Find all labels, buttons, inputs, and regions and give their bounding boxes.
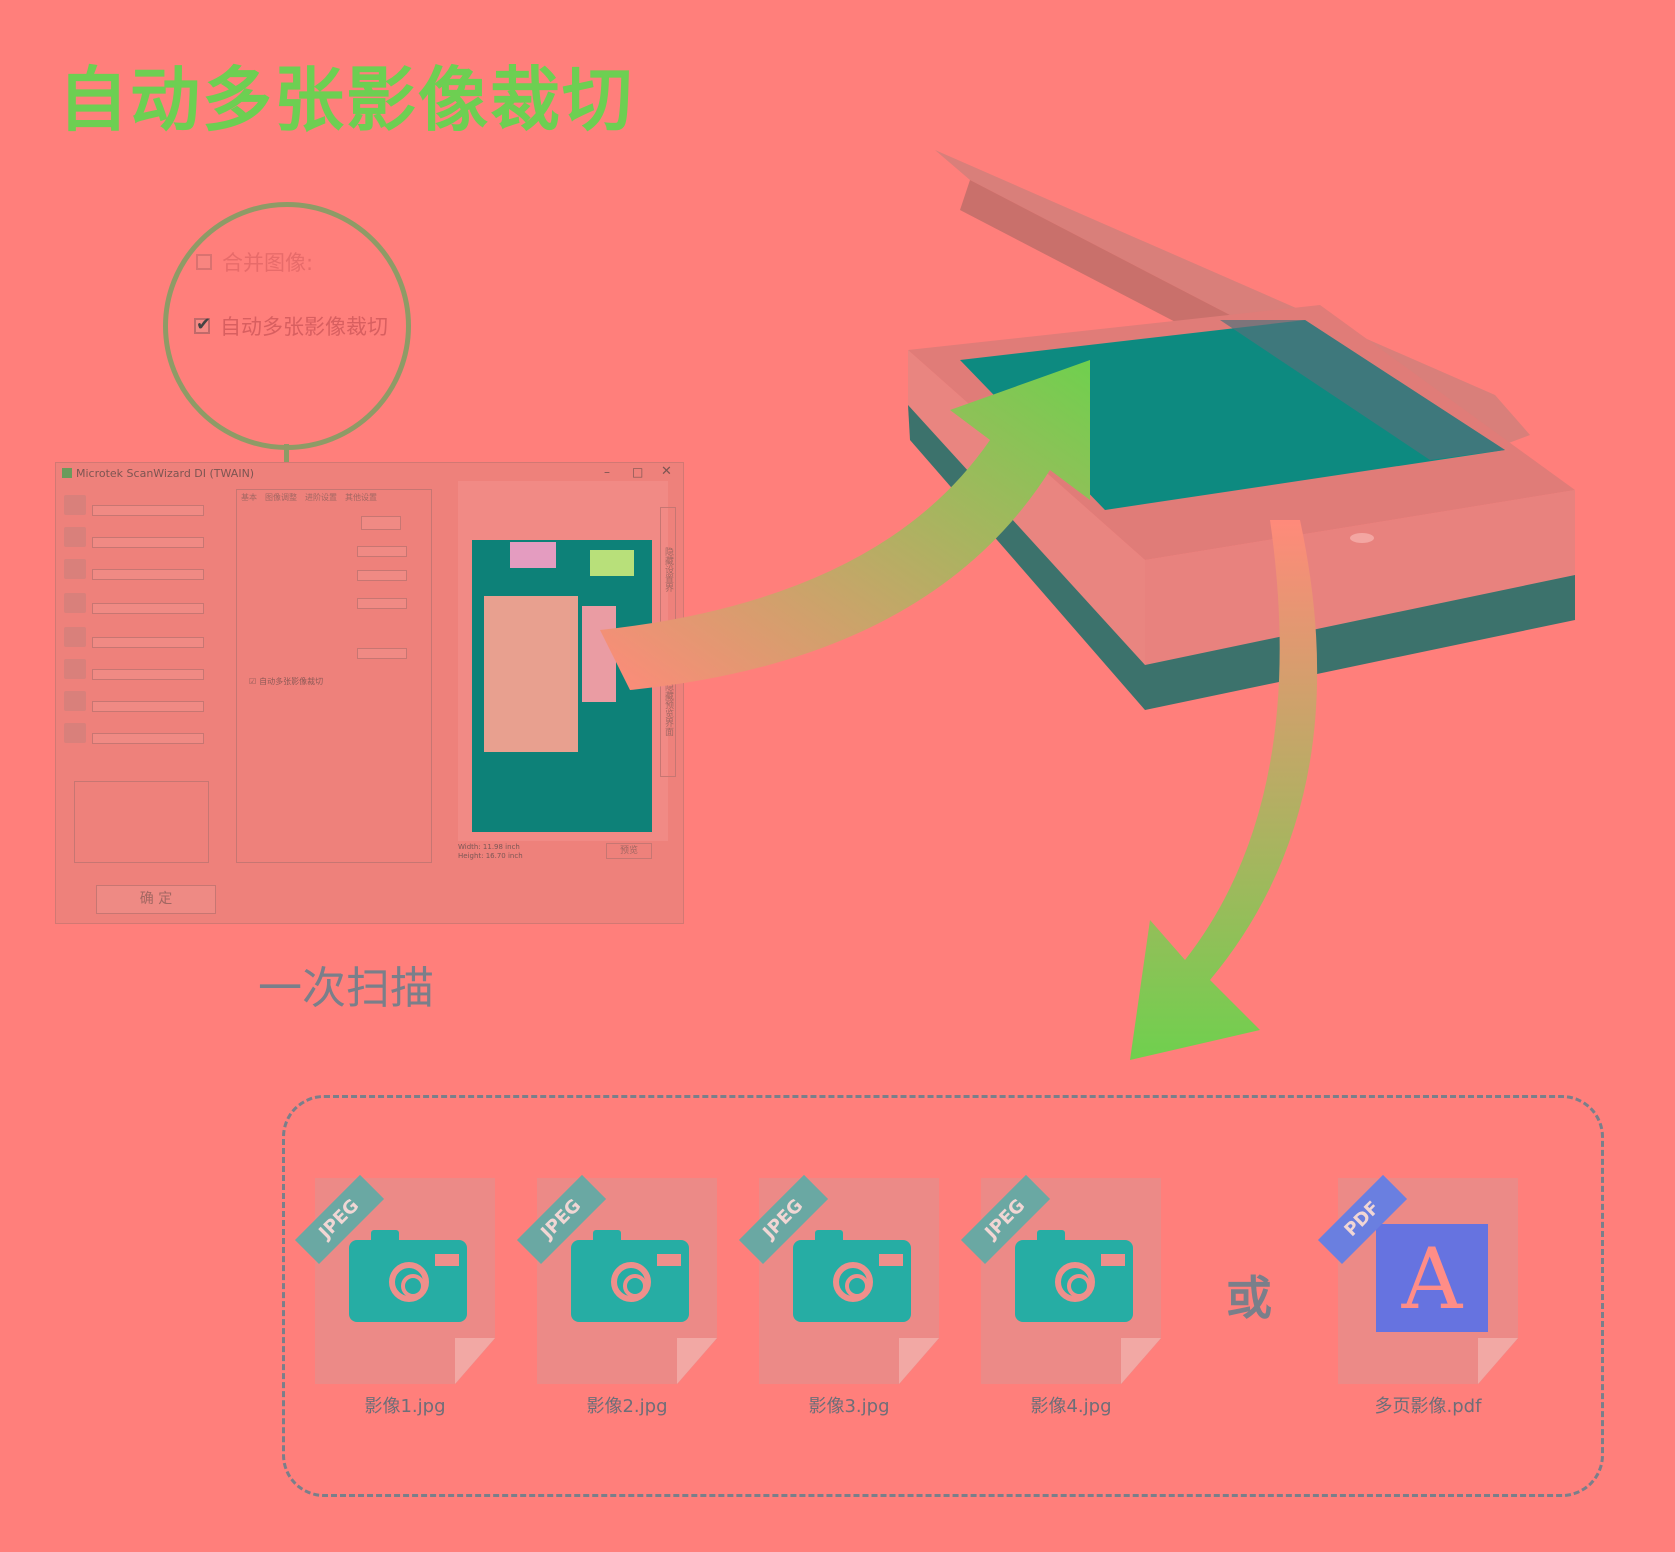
tab-advanced[interactable]: 进阶设置 <box>305 493 337 502</box>
setting-button-2[interactable] <box>357 648 407 659</box>
preview-document-card <box>590 550 634 576</box>
file-jpeg-3[interactable]: JPEG <box>738 1174 939 1384</box>
merge-image-checkbox[interactable] <box>196 254 212 270</box>
auto-crop-row: 自动多张影像裁切 <box>194 311 388 341</box>
scanner-front-right <box>1145 490 1575 670</box>
adf-select[interactable] <box>357 546 407 557</box>
merge-image-label: 合并图像: <box>222 251 314 275</box>
auto-crop-option-checkbox[interactable]: ☑ <box>249 677 257 686</box>
rotate-select[interactable] <box>92 701 204 712</box>
preview-document-brochure <box>484 596 578 752</box>
page-title: 自动多张影像裁切 <box>58 59 634 141</box>
arrow-to-files <box>1130 520 1318 1060</box>
preview-button[interactable]: 预览 <box>606 843 652 859</box>
file-name-pdf: 多页影像.pdf <box>1374 1396 1482 1417</box>
scanner-select[interactable] <box>92 537 204 548</box>
camera-flash <box>657 1254 681 1266</box>
color-mode-select[interactable] <box>92 569 204 580</box>
page-fold <box>455 1338 495 1384</box>
file-format-box <box>74 781 209 863</box>
file-name-2: 影像2.jpg <box>586 1396 668 1417</box>
preview-document-vip-card <box>582 606 616 702</box>
tab-panel: 基本 图像调整 进阶设置 其他设置 ☑ 自动多张影像裁切 <box>236 489 432 863</box>
preview-width-text: Width: 11.98 inch <box>458 843 520 851</box>
file-jpeg-2[interactable]: JPEG <box>516 1174 717 1384</box>
auto-print-icon <box>64 723 86 743</box>
file-pdf[interactable]: A PDF <box>1317 1174 1518 1384</box>
dialog-title: Microtek ScanWizard DI (TWAIN) <box>76 467 255 480</box>
paper-size-select[interactable] <box>92 637 204 648</box>
scanwizard-dialog: Microtek ScanWizard DI (TWAIN) – □ ✕ 确 定… <box>55 462 684 924</box>
tab-bar: 基本 图像调整 进阶设置 其他设置 <box>241 492 377 503</box>
page-fold <box>899 1338 939 1384</box>
settings-file-select[interactable] <box>92 505 204 516</box>
camera-lens <box>611 1262 651 1302</box>
camera-icon <box>793 1230 911 1322</box>
lamp-icon <box>64 593 86 613</box>
minimize-icon[interactable]: – <box>604 465 610 479</box>
auto-crop-checkbox[interactable] <box>194 314 211 335</box>
scanner-icon <box>64 527 86 547</box>
paper-size-icon <box>64 627 86 647</box>
file-jpeg-1[interactable]: JPEG <box>294 1174 495 1384</box>
scanner-button <box>1350 533 1374 543</box>
file-name-1: 影像1.jpg <box>364 1396 446 1417</box>
camera-flash <box>879 1254 903 1266</box>
close-icon[interactable]: ✕ <box>661 464 672 479</box>
color-mode-icon <box>64 559 86 579</box>
camera-flash <box>435 1254 459 1266</box>
file-name-3: 影像3.jpg <box>808 1396 890 1417</box>
page-fold <box>1478 1338 1518 1384</box>
camera-lens <box>833 1262 873 1302</box>
file-jpeg-4[interactable]: JPEG <box>960 1174 1161 1384</box>
lamp-select[interactable] <box>92 603 204 614</box>
settings-file-icon <box>64 495 86 515</box>
auto-crop-option-row: ☑ 自动多张影像裁切 <box>249 676 323 687</box>
resolution-icon <box>64 659 86 679</box>
camera-icon <box>571 1230 689 1322</box>
preview-document-sticker <box>510 542 556 568</box>
scanner-base-right <box>1145 575 1575 710</box>
camera-lens <box>389 1262 429 1302</box>
app-icon <box>62 468 72 478</box>
maximize-icon[interactable]: □ <box>632 465 644 479</box>
tab-image-adjust[interactable]: 图像调整 <box>265 493 297 502</box>
preview-area <box>472 540 652 832</box>
camera-icon <box>1015 1230 1133 1322</box>
merge-image-row: 合并图像: <box>196 247 313 277</box>
pdf-icon: A <box>1376 1224 1488 1332</box>
auto-crop-option-label: 自动多张影像裁切 <box>259 677 324 686</box>
scan-once-caption: 一次扫描 <box>258 963 434 1014</box>
ok-button[interactable]: 确 定 <box>96 885 216 914</box>
rotate-icon <box>64 691 86 711</box>
scan-side-select[interactable] <box>357 570 407 581</box>
setting-button-1[interactable] <box>357 598 407 609</box>
arrow-to-scanner <box>600 360 1090 690</box>
page-fold <box>1121 1338 1161 1384</box>
page-fold <box>677 1338 717 1384</box>
camera-lens <box>1055 1262 1095 1302</box>
auto-crop-label: 自动多张影像裁切 <box>220 315 388 339</box>
magnifier-callout: 合并图像: 自动多张影像裁切 <box>163 202 411 450</box>
scanner-inner-mechanism <box>1220 320 1505 460</box>
auto-print-select[interactable] <box>92 733 204 744</box>
default-button[interactable] <box>361 516 401 530</box>
resolution-select[interactable] <box>92 669 204 680</box>
tab-other[interactable]: 其他设置 <box>345 493 377 502</box>
camera-icon <box>349 1230 467 1322</box>
preview-height-text: Height: 16.70 inch <box>458 852 523 860</box>
scanner-front-left <box>908 350 1145 670</box>
output-files-box <box>282 1095 1604 1497</box>
camera-flash <box>1101 1254 1125 1266</box>
or-text: 或 <box>1226 1271 1272 1325</box>
dialog-titlebar: Microtek ScanWizard DI (TWAIN) – □ ✕ <box>56 463 683 485</box>
tab-basic[interactable]: 基本 <box>241 493 257 502</box>
file-name-4: 影像4.jpg <box>1030 1396 1112 1417</box>
